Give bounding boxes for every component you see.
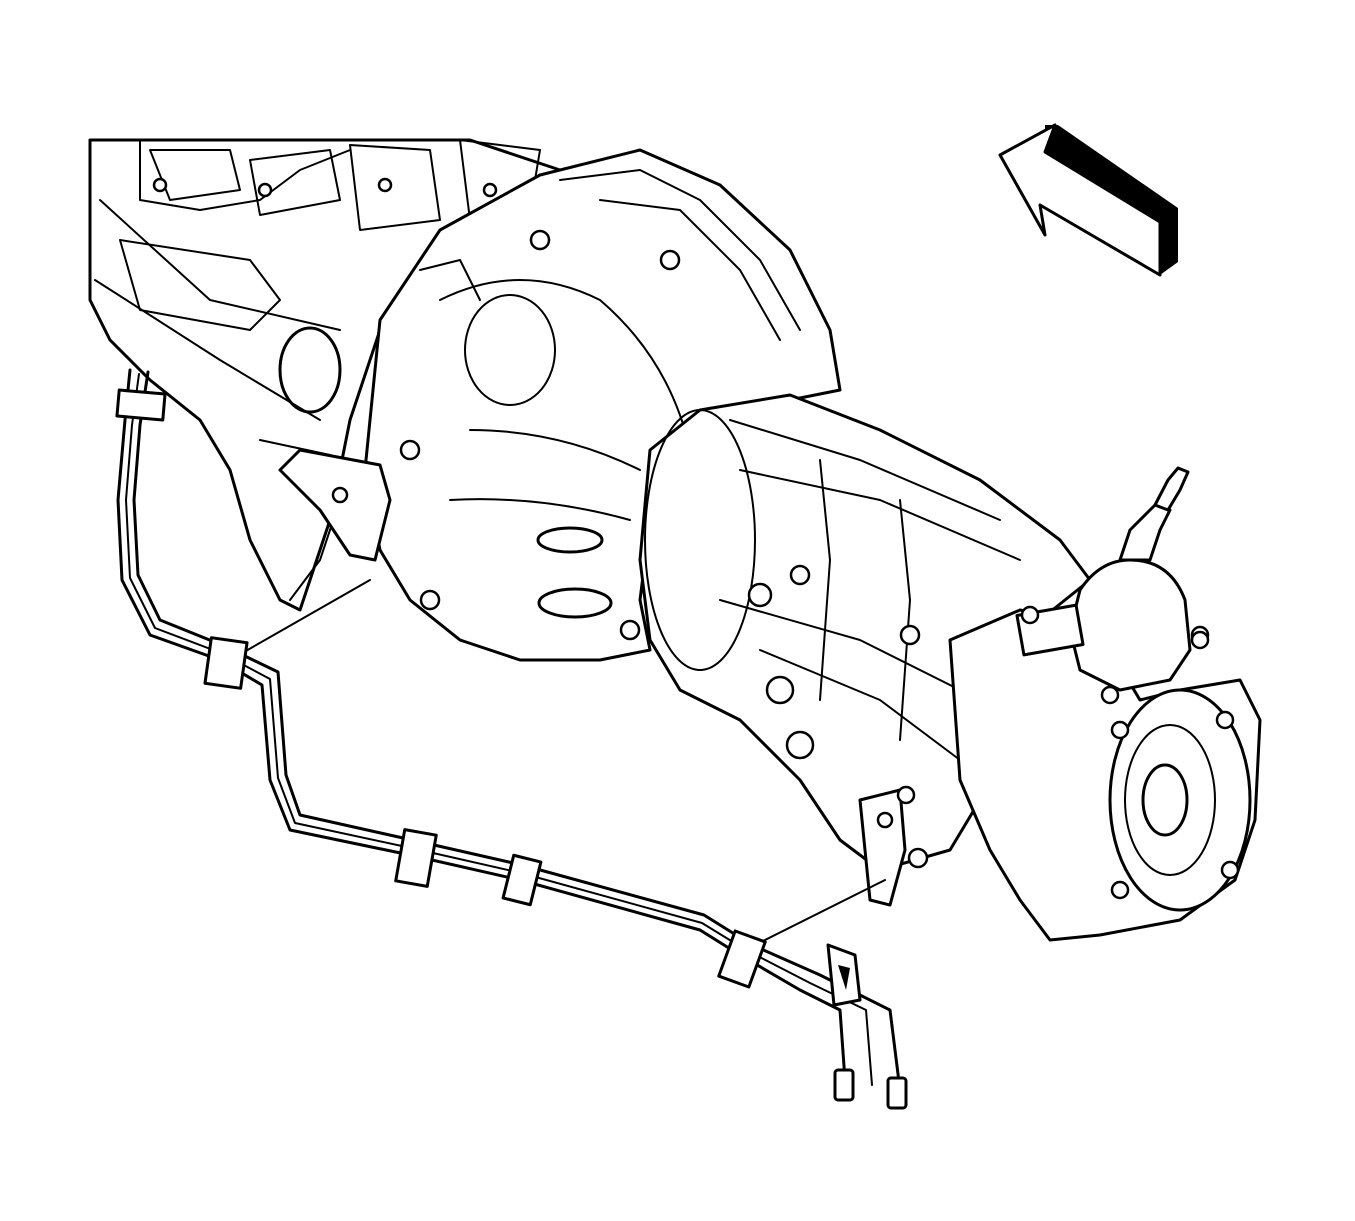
shift-lever [1015, 466, 1210, 692]
leader-lines [229, 579, 886, 951]
cooler-lines [116, 368, 908, 1110]
mounting-brackets [278, 448, 929, 907]
line-retainer-clips [115, 388, 862, 1007]
front-direction-arrow-icon [998, 123, 1178, 277]
output-flange [948, 608, 1262, 942]
